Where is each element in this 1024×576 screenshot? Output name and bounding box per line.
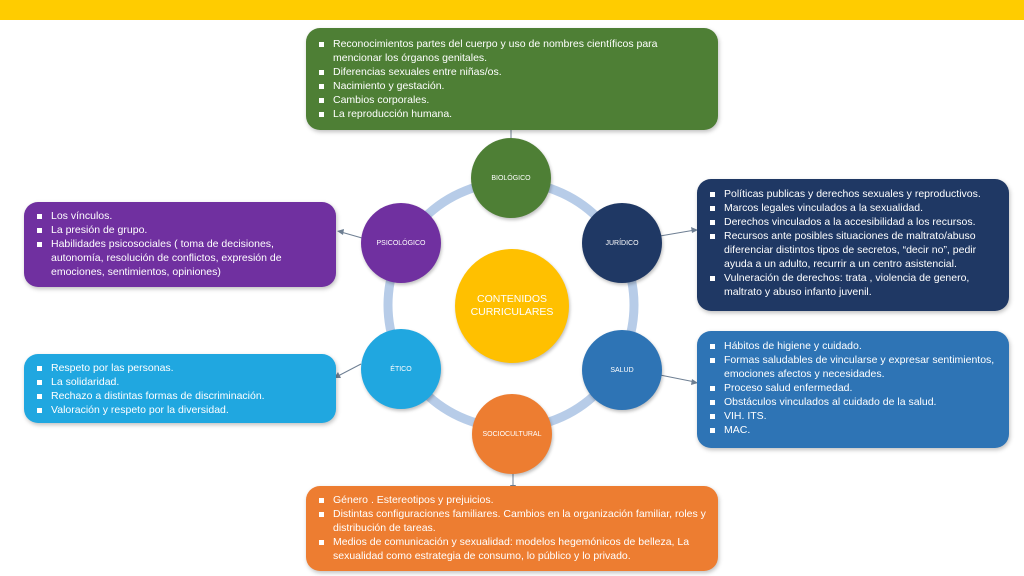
node-biologico: BIOLÓGICO (471, 138, 551, 218)
list-item: La reproducción humana. (319, 107, 706, 121)
list-item: Derechos vinculados a la accesibilidad a… (710, 215, 999, 229)
node-etico: ÉTICO (361, 329, 441, 409)
list-item: Nacimiento y gestación. (319, 79, 706, 93)
node-label-juridico: JURÍDICO (605, 239, 639, 247)
list-item: Rechazo a distintas formas de discrimina… (37, 389, 326, 403)
connector-psicologico (340, 231, 363, 239)
list-item: Diferencias sexuales entre niñas/os. (319, 65, 706, 79)
list-item: Marcos legales vinculados a la sexualida… (710, 201, 999, 215)
center-label: CONTENIDOS CURRICULARES (470, 293, 554, 318)
box-salud: Hábitos de higiene y cuidado. Formas sal… (697, 331, 1009, 448)
list-item: Recursos ante posibles situaciones de ma… (710, 229, 999, 271)
list-item: Respeto por las personas. (37, 361, 326, 375)
list-item: Políticas publicas y derechos sexuales y… (710, 187, 999, 201)
node-label-salud: SALUD (610, 366, 634, 374)
list-item: La presión de grupo. (37, 223, 326, 237)
list-item: Habilidades psicosociales ( toma de deci… (37, 237, 326, 279)
list-item: La solidaridad. (37, 375, 326, 389)
node-label-biologico: BIOLÓGICO (491, 174, 531, 182)
list-item: VIH. ITS. (710, 409, 997, 423)
center-node: CONTENIDOS CURRICULARES (455, 249, 569, 363)
list-item: Obstáculos vinculados al cuidado de la s… (710, 395, 997, 409)
node-psicologico: PSICOLÓGICO (361, 203, 441, 283)
node-label-psicologico: PSICOLÓGICO (376, 239, 426, 247)
box-biologico: Reconocimientos partes del cuerpo y uso … (306, 28, 718, 130)
connector-salud (659, 374, 696, 383)
node-sociocultural: SOCIOCULTURAL (472, 394, 552, 474)
list-item: MAC. (710, 423, 997, 437)
list-item: Distintas configuraciones familiares. Ca… (319, 508, 706, 534)
arrowhead-salud (691, 379, 698, 385)
top-banner (0, 0, 1024, 20)
list-item: Valoración y respeto por la diversidad. (37, 403, 326, 417)
arrowhead-juridico (691, 227, 698, 233)
node-label-etico: ÉTICO (390, 365, 412, 373)
node-juridico: JURÍDICO (582, 203, 662, 283)
list-item: Formas saludables de vincularse y expres… (710, 353, 997, 381)
list-item: Reconocimientos partes del cuerpo y uso … (319, 37, 706, 65)
box-psicologico: Los vínculos. La presión de grupo. Habil… (24, 202, 336, 287)
list-item: Cambios corporales. (319, 93, 706, 107)
list-item: Medios de comunicación y sexualidad: mod… (319, 535, 706, 563)
list-item: Vulneración de derechos: trata , violenc… (710, 271, 999, 299)
connector-etico (337, 363, 362, 377)
node-salud: SALUD (582, 330, 662, 410)
box-juridico: Políticas publicas y derechos sexuales y… (697, 179, 1009, 311)
list-item: Proceso salud enfermedad. (710, 381, 997, 395)
list-item: Género . Estereotipos y prejuicios. (319, 493, 706, 507)
box-etico: Respeto por las personas. La solidaridad… (24, 354, 336, 423)
box-sociocultural: Género . Estereotipos y prejuicios. Dist… (306, 486, 718, 571)
node-label-sociocultural: SOCIOCULTURAL (482, 430, 542, 438)
list-item: Los vínculos. (37, 209, 326, 223)
connector-juridico (659, 229, 696, 237)
arrowhead-psicologico (337, 229, 344, 235)
list-item: Hábitos de higiene y cuidado. (710, 339, 997, 353)
